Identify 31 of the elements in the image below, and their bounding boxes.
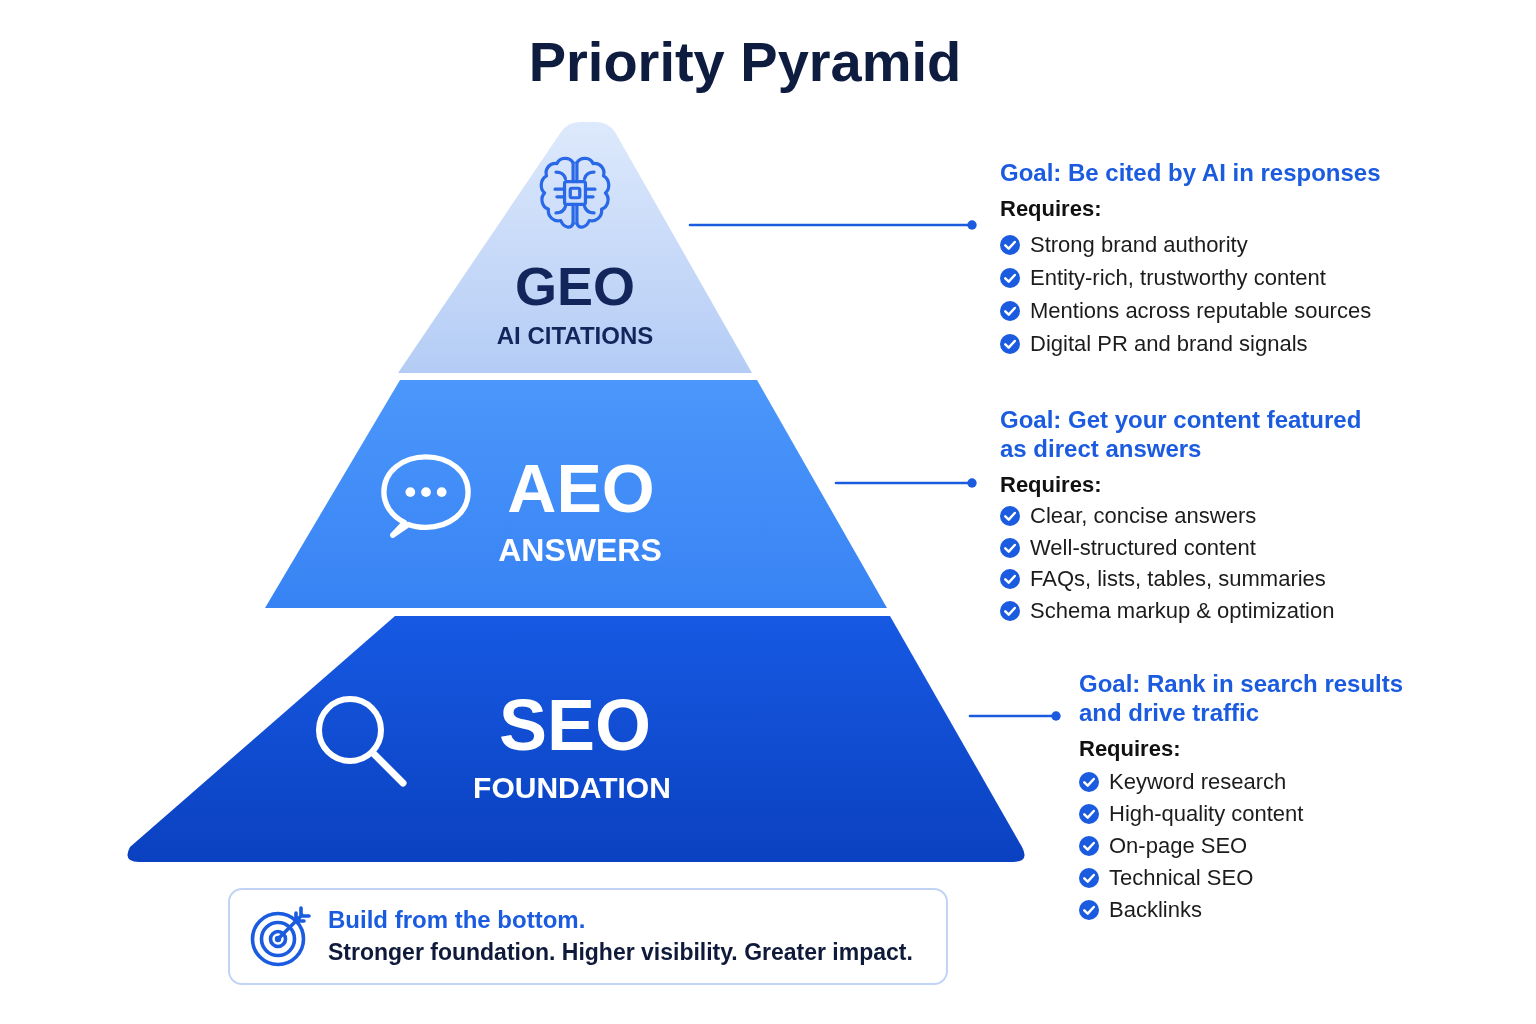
requirement-text: Mentions across reputable sources (1030, 298, 1372, 324)
requirement-text: Keyword research (1109, 768, 1287, 795)
requires-label: Requires: (1000, 194, 1102, 223)
requirement-text: Well-structured content (1030, 534, 1256, 561)
tier-subtitle: FOUNDATION (473, 771, 671, 805)
note-text: Stronger foundation. Higher visibility. Greater impact. (328, 940, 913, 966)
note-heading: Build from the bottom. (328, 906, 586, 934)
connector-line (968, 711, 1061, 721)
requirement-text: Entity-rich, trustworthy content (1030, 265, 1326, 291)
requires-label: Requires: (1079, 734, 1181, 763)
goal-heading: Goal: Get your content featured as direct answers (1000, 404, 1363, 463)
title: Priority Pyramid (528, 30, 962, 94)
tier-title: GEO (515, 255, 635, 317)
note-box (228, 888, 948, 985)
requirement-text: Technical SEO (1109, 864, 1254, 891)
tier-subtitle: ANSWERS (498, 533, 662, 569)
requirement-text: On-page SEO (1109, 832, 1248, 859)
requirement-text: Schema markup & optimization (1030, 597, 1335, 624)
tier-title: SEO (498, 684, 652, 766)
tier-subtitle: AI CITATIONS (496, 322, 654, 350)
requirement-text: FAQs, lists, tables, summaries (1030, 566, 1326, 593)
requires-label: Requires: (1000, 470, 1102, 499)
requirement-text: Digital PR and brand signals (1030, 331, 1308, 357)
goal-heading: Goal: Rank in search results and drive traffic (1079, 668, 1405, 727)
goal-heading: Goal: Be cited by AI in responses (1000, 157, 1381, 187)
requirement-text: Strong brand authority (1030, 232, 1248, 258)
requirement-text: High-quality content (1109, 800, 1304, 827)
requirement-text: Clear, concise answers (1030, 503, 1257, 530)
connector-line (688, 220, 977, 230)
tier-title: AEO (507, 449, 655, 527)
requirement-text: Backlinks (1109, 896, 1202, 923)
